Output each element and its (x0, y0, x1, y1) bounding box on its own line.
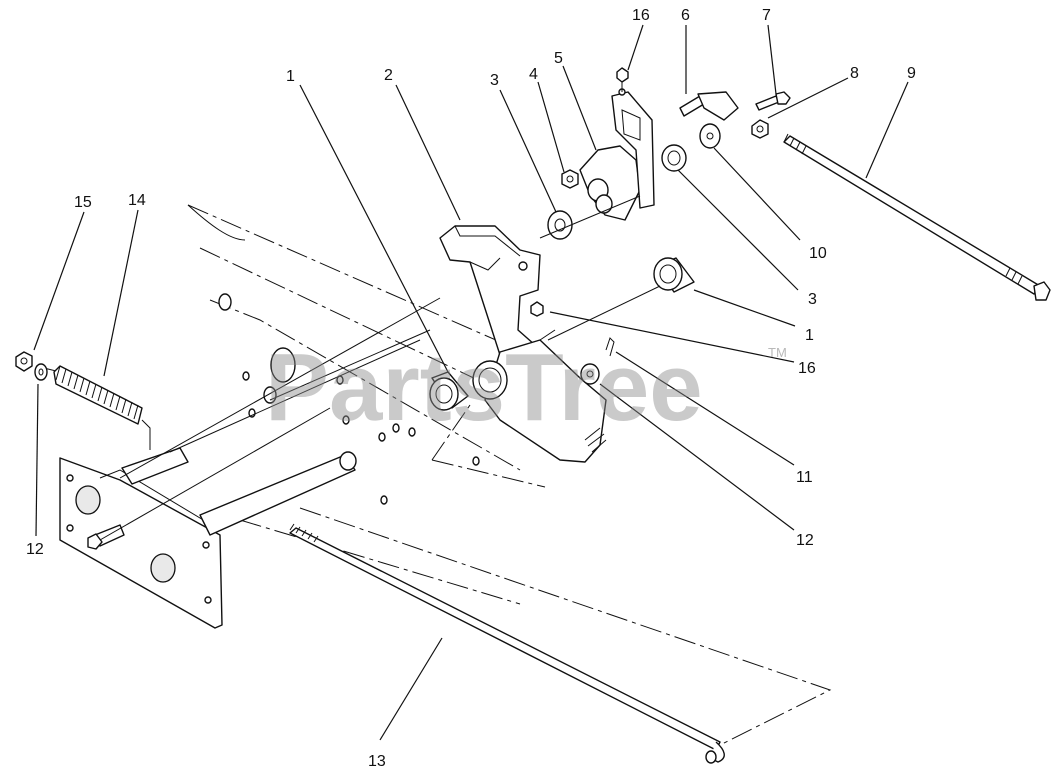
callouts: 1 2 3 4 5 16 6 7 8 9 10 3 1 16 11 12 13 … (26, 7, 916, 770)
bushing-1-lower (429, 371, 469, 411)
pin-16-upper (616, 67, 629, 92)
lever-2 (439, 225, 541, 356)
callout-12-left: 12 (26, 541, 44, 558)
callout-13: 13 (368, 753, 386, 770)
callout-15: 15 (74, 194, 92, 211)
callout-2: 2 (384, 67, 393, 84)
nut-15 (15, 351, 33, 372)
callout-11: 11 (796, 469, 813, 486)
cotter-pin-11 (605, 337, 615, 357)
callout-1-right: 1 (805, 327, 814, 344)
leader-lines (33, 24, 909, 741)
callout-16-right: 16 (798, 360, 816, 377)
washer-12-right (580, 363, 600, 385)
callout-14: 14 (128, 192, 146, 209)
watermark-text: PartsTree (265, 334, 703, 441)
screw-6 (679, 91, 739, 121)
assembly-lines (99, 195, 661, 541)
washer-10 (699, 123, 721, 149)
bushing-3-lower (547, 210, 573, 240)
spring-14 (53, 365, 151, 450)
callout-10: 10 (809, 245, 827, 262)
mounting-plate (59, 447, 357, 629)
nut-16-lower (530, 301, 544, 317)
washer-12-left (34, 363, 48, 381)
callout-1-top: 1 (286, 68, 295, 85)
rod-9 (783, 133, 1051, 301)
watermark: PartsTree TM (265, 334, 787, 441)
callout-8: 8 (850, 65, 859, 82)
bracket-5 (579, 145, 641, 221)
callout-3-top: 3 (490, 72, 499, 89)
rod-13 (289, 523, 725, 764)
bushing-3-upper (661, 144, 687, 172)
callout-12-right: 12 (796, 532, 814, 549)
callout-9: 9 (907, 65, 916, 82)
nut-8 (751, 119, 769, 139)
callout-7: 7 (762, 7, 771, 24)
callout-16-top: 16 (632, 7, 650, 24)
nut-4 (561, 169, 579, 189)
bushing-1-upper (653, 257, 695, 293)
bushing-large (472, 360, 508, 400)
callout-4: 4 (529, 66, 538, 83)
watermark-trademark: TM (768, 345, 787, 360)
callout-5: 5 (554, 50, 563, 67)
callout-3-right: 3 (808, 291, 817, 308)
callout-6: 6 (681, 7, 690, 24)
spring-assembly (15, 351, 151, 450)
bolt-7 (755, 91, 791, 111)
